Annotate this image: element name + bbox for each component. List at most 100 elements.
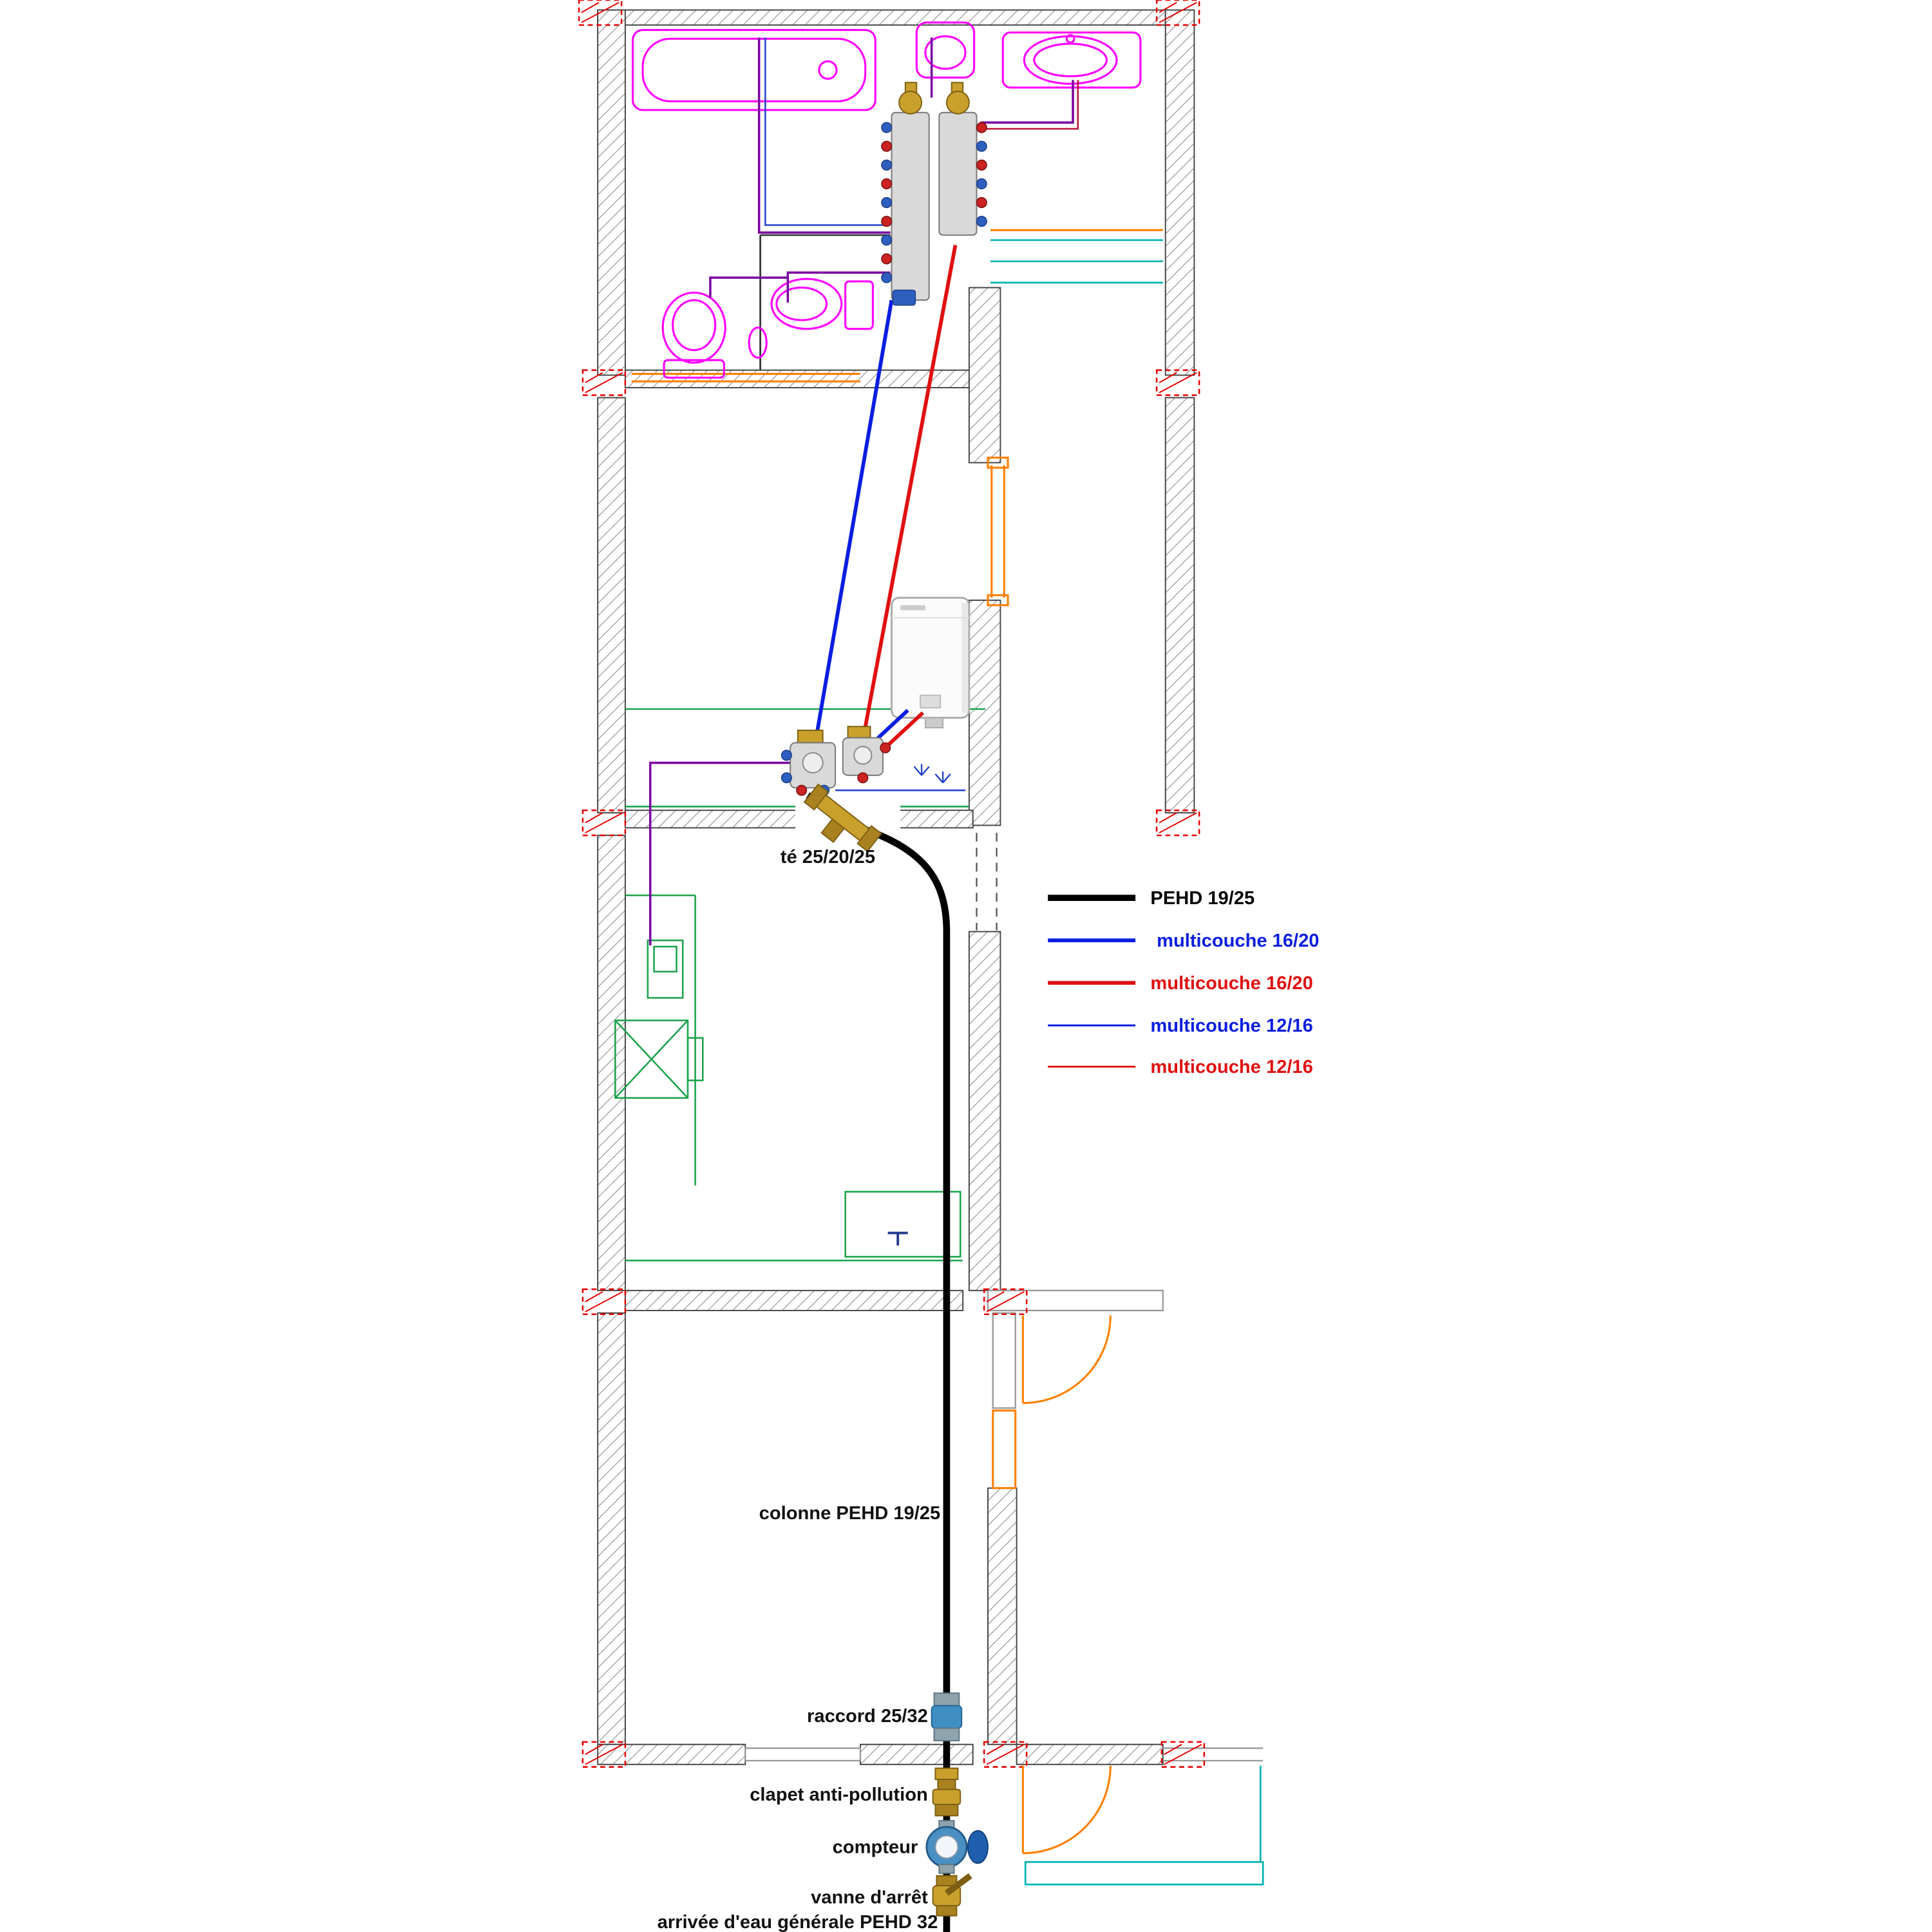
walls [597,9,1264,1765]
port-cap [976,159,987,171]
washer-tap-inner [653,945,677,972]
annotations: té 25/20/25 colonne PEHD 19/25 raccord 2… [658,847,941,1932]
pipe-bath-purple [757,37,891,234]
toilet-bowl-inner [672,299,717,352]
port-cap [881,122,893,133]
port-cap [976,122,987,133]
boiler [891,596,971,729]
pedestal-sink [915,21,976,79]
spray-icon [913,764,930,776]
door-frame-right-band [992,1409,1017,1490]
boiler-shade [961,602,968,713]
manifold-right-valve [945,90,970,115]
port-cap [881,234,893,246]
port-cap [881,197,893,209]
vanity-basin [1023,35,1118,85]
port-cap [881,216,893,227]
wall-kitchen-right [968,931,1001,1291]
vanity-faucet [1065,33,1075,44]
spray-icon [934,772,951,784]
port-cap [857,772,869,784]
bathtub-inner [641,37,867,102]
wall-lower-right [987,1487,1018,1745]
toilet-tank [663,359,725,379]
mixer-right-nut [847,726,871,739]
kitchen-tap-icon [887,1231,908,1245]
meter-dial [934,1835,959,1859]
wall-kitchen-floor [624,1289,964,1311]
manifold-left-valve [898,90,923,115]
tee-nut-right [857,825,882,853]
vanne-nut-bottom [936,1905,958,1917]
pipe-vanity-red [980,80,1079,130]
pipe-toilet-purple [709,276,788,298]
sink-drainer [687,1037,704,1081]
label-colonne: colonne PEHD 19/25 [759,1503,941,1524]
legend-label-multicouche-16-cold: multicouche 16/20 [1157,931,1319,951]
branch-pipes [649,37,1079,945]
upper-manifolds [881,82,987,306]
wall-bottom-left [597,1743,746,1765]
opening-dashed [976,833,998,931]
wall-top [597,9,1166,26]
pedestal-sink-bowl [924,35,967,70]
manifold-drain-valve [892,289,916,306]
label-vanne: vanne d'arrêt [811,1887,928,1908]
window-bottom [744,1747,862,1762]
door-jamb-mid-top [987,457,1009,469]
floor-drain [748,327,768,359]
port-cap [881,140,893,152]
wall-bathroom-floor [624,369,970,388]
port-cap [781,772,792,784]
port-cap [976,197,987,209]
pipe-cold-main [813,299,894,743]
door-frame-right-upper [992,1312,1016,1409]
kitchen-table [844,1191,961,1258]
door-swing-lower [1021,1765,1112,1855]
bathroom-fixtures [631,21,1142,379]
vanne-lever [945,1873,972,1896]
meter-nut-bottom [938,1864,955,1874]
port-cap [881,272,893,283]
vanity-counter [1001,31,1142,89]
sink-cross-2 [614,1019,688,1099]
bidet-bowl [770,278,843,330]
partition-bottom-teal [1024,1861,1264,1886]
wall-right-1 [1164,9,1195,376]
glass-partitions [990,229,1264,1886]
port-cap [881,178,893,189]
wall-bottom-right [1016,1743,1164,1765]
tee-nut-left [803,783,829,811]
wall-left-2 [597,397,626,814]
meter-handle [967,1830,989,1864]
legend-label-multicouche-12-hot: multicouche 12/16 [1150,1057,1312,1077]
doors [631,373,1112,1855]
legend-label-multicouche-16-hot: multicouche 16/20 [1150,973,1312,994]
tee-fitting [803,783,882,853]
legend-label-multicouche-12-cold: multicouche 12/16 [1150,1016,1312,1036]
clapet-neck [937,1779,956,1790]
toilet-bowl [661,291,726,364]
raccord-body [931,1705,963,1729]
port-cap [781,750,792,761]
clapet-nut-bottom [934,1803,959,1817]
port-cap [881,159,893,171]
vanne-fitting [932,1873,972,1917]
legend: PEHD 19/25 multicouche 16/20 multicouche… [1048,888,1320,1077]
bathtub-drain [818,60,838,80]
bidet-bowl-inner [775,287,828,321]
raccord-fitting [931,1692,963,1741]
manifold-right-body [938,111,978,236]
label-compteur: compteur [833,1837,918,1858]
tee-branch [820,818,846,844]
wall-bottom-mid [859,1743,974,1765]
clapet-body [932,1788,961,1805]
door-jamb-mid-bottom [987,594,1009,607]
pipe-washer-purple [649,761,793,945]
raccord-nut-bottom [933,1727,960,1741]
wall-left-3 [597,835,626,1291]
pipe-bath-blue [764,37,891,226]
label-raccord: raccord 25/32 [807,1706,928,1727]
wall-right-landing [987,1289,1164,1312]
